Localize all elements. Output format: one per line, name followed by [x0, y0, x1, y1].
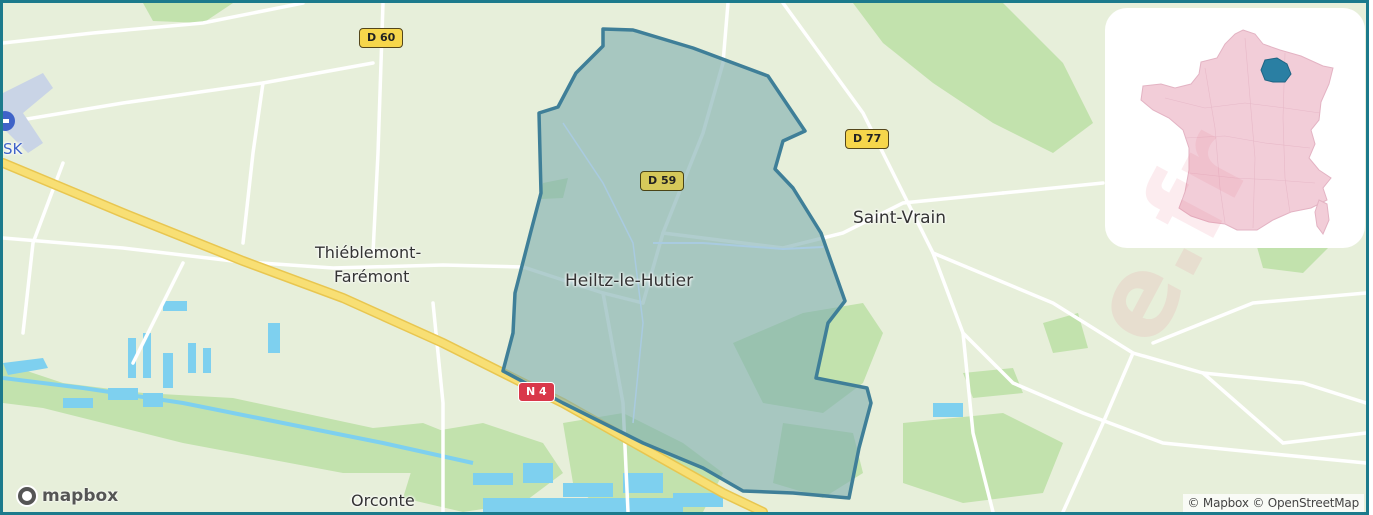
place-label-thieblemont-line2: Farémont [334, 267, 410, 286]
commune-polygon [501, 27, 873, 500]
place-label-partial-left: SK [3, 140, 23, 158]
place-label-thieblemont-line1: Thiéblemont- [315, 243, 422, 262]
inset-overview-map [1105, 8, 1365, 248]
france-outline-map [1140, 29, 1334, 235]
road-shield-d59: D 59 [640, 171, 685, 191]
road-shield-n4: N 4 [518, 382, 555, 402]
canal-line [3, 376, 474, 465]
place-label-heiltz: Heiltz-le-Hutier [565, 271, 694, 291]
road-shield-d60: D 60 [359, 28, 404, 48]
corsica-shape [1314, 199, 1330, 235]
place-label-saint-vrain: Saint-Vrain [853, 208, 947, 228]
mapbox-logo-text: mapbox [42, 486, 119, 506]
mapbox-logo[interactable]: mapbox [15, 484, 118, 508]
highlighted-department [1260, 57, 1292, 83]
road-shield-d77: D 77 [845, 129, 890, 149]
place-label-orconte: Orconte [351, 491, 415, 510]
airfield-shape [3, 73, 53, 153]
mapbox-logo-icon [16, 485, 38, 507]
map-attribution[interactable]: © Mapbox © OpenStreetMap [1182, 494, 1364, 512]
